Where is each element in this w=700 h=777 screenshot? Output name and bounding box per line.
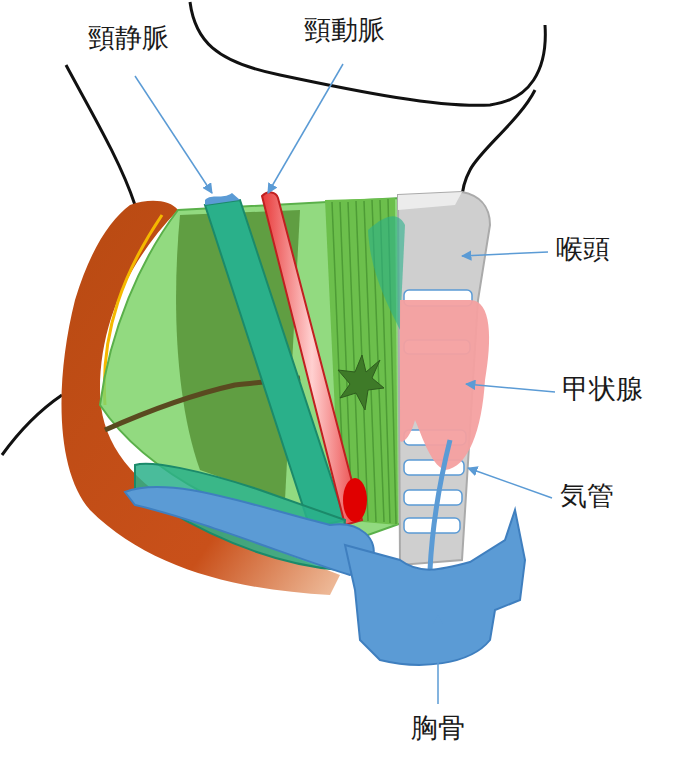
thyroid-vein [430, 440, 450, 570]
thyrohyoid [368, 216, 405, 330]
part-label: 喉頭 [556, 233, 610, 265]
larynx-top [398, 192, 462, 210]
part-label: 胸骨 [411, 712, 465, 744]
part-label: 頸静脈 [88, 22, 169, 54]
part-label: 頸動脈 [304, 14, 385, 46]
clavicle [125, 487, 374, 575]
part-label: 甲状腺 [562, 373, 643, 405]
larynx [398, 192, 490, 565]
carotid-artery [262, 192, 362, 525]
part-label: 気管 [560, 480, 614, 512]
artery-bulb [343, 478, 367, 522]
leader-lines [135, 64, 555, 704]
vein-top [205, 193, 240, 205]
sternum [345, 510, 525, 665]
